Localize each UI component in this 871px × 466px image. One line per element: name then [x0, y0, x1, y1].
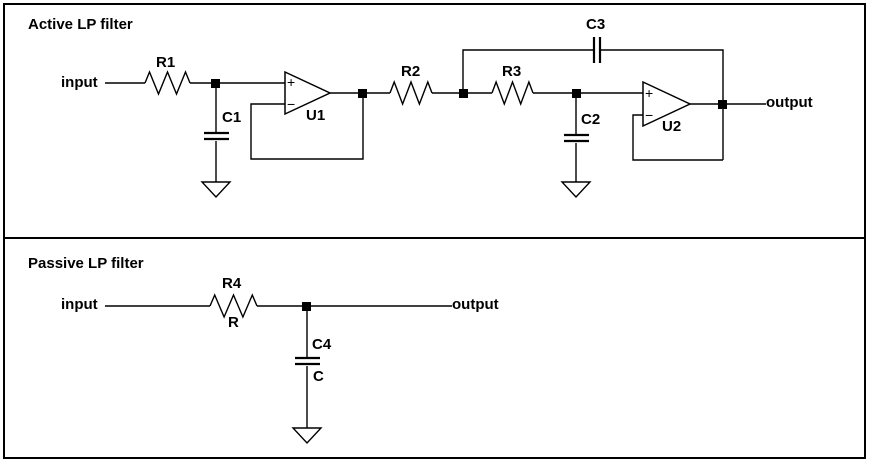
c2-label: C2	[581, 111, 601, 128]
u1-minus-sign: −	[287, 96, 296, 112]
junction-dot	[358, 89, 367, 98]
junction-dot	[211, 79, 220, 88]
r1-label: R1	[156, 54, 176, 71]
ground-symbol-c4	[291, 427, 323, 445]
c3-branch-left	[462, 49, 594, 93]
junction-dot	[718, 100, 727, 109]
u2-feedback-loop	[632, 114, 723, 161]
passive-input-label: input	[61, 296, 98, 313]
ground-symbol-c2	[560, 181, 592, 199]
u1-plus-sign: +	[287, 74, 296, 90]
r2-label: R2	[401, 63, 421, 80]
u2-plus-sign: +	[645, 85, 654, 101]
resistor-r1	[144, 70, 191, 96]
active-panel-title: Active LP filter	[28, 16, 133, 33]
outer-border	[3, 3, 866, 459]
resistor-r2	[389, 80, 433, 106]
panel-divider	[3, 237, 866, 239]
junction-dot	[572, 89, 581, 98]
u1-feedback-loop	[250, 93, 364, 160]
c3-label: C3	[586, 16, 606, 33]
capacitor-c4-plates	[295, 356, 320, 366]
u2-label: U2	[662, 118, 682, 135]
passive-panel-title: Passive LP filter	[28, 255, 144, 272]
capacitor-c1-plates	[204, 131, 229, 141]
c4-value-label: C	[313, 368, 324, 385]
r3-label: R3	[502, 63, 522, 80]
junction-dot	[302, 302, 311, 311]
c3-branch-right	[600, 49, 724, 160]
active-output-label: output	[766, 94, 813, 111]
opamp-u1	[284, 70, 332, 116]
c1-label: C1	[222, 109, 242, 126]
resistor-r3	[491, 79, 534, 107]
capacitor-c3-plates	[592, 37, 602, 63]
ground-symbol-c1	[200, 181, 232, 199]
active-input-label: input	[61, 74, 98, 91]
u1-label: U1	[306, 107, 326, 124]
passive-output-label: output	[452, 296, 499, 313]
c4-label: C4	[312, 336, 332, 353]
r4-label: R4	[222, 275, 242, 292]
capacitor-c2-plates	[564, 133, 589, 143]
resistor-r4	[209, 293, 258, 319]
r4-value-label: R	[228, 314, 239, 331]
opamp-u2	[642, 80, 692, 128]
u2-minus-sign: −	[645, 107, 654, 123]
junction-dot	[459, 89, 468, 98]
